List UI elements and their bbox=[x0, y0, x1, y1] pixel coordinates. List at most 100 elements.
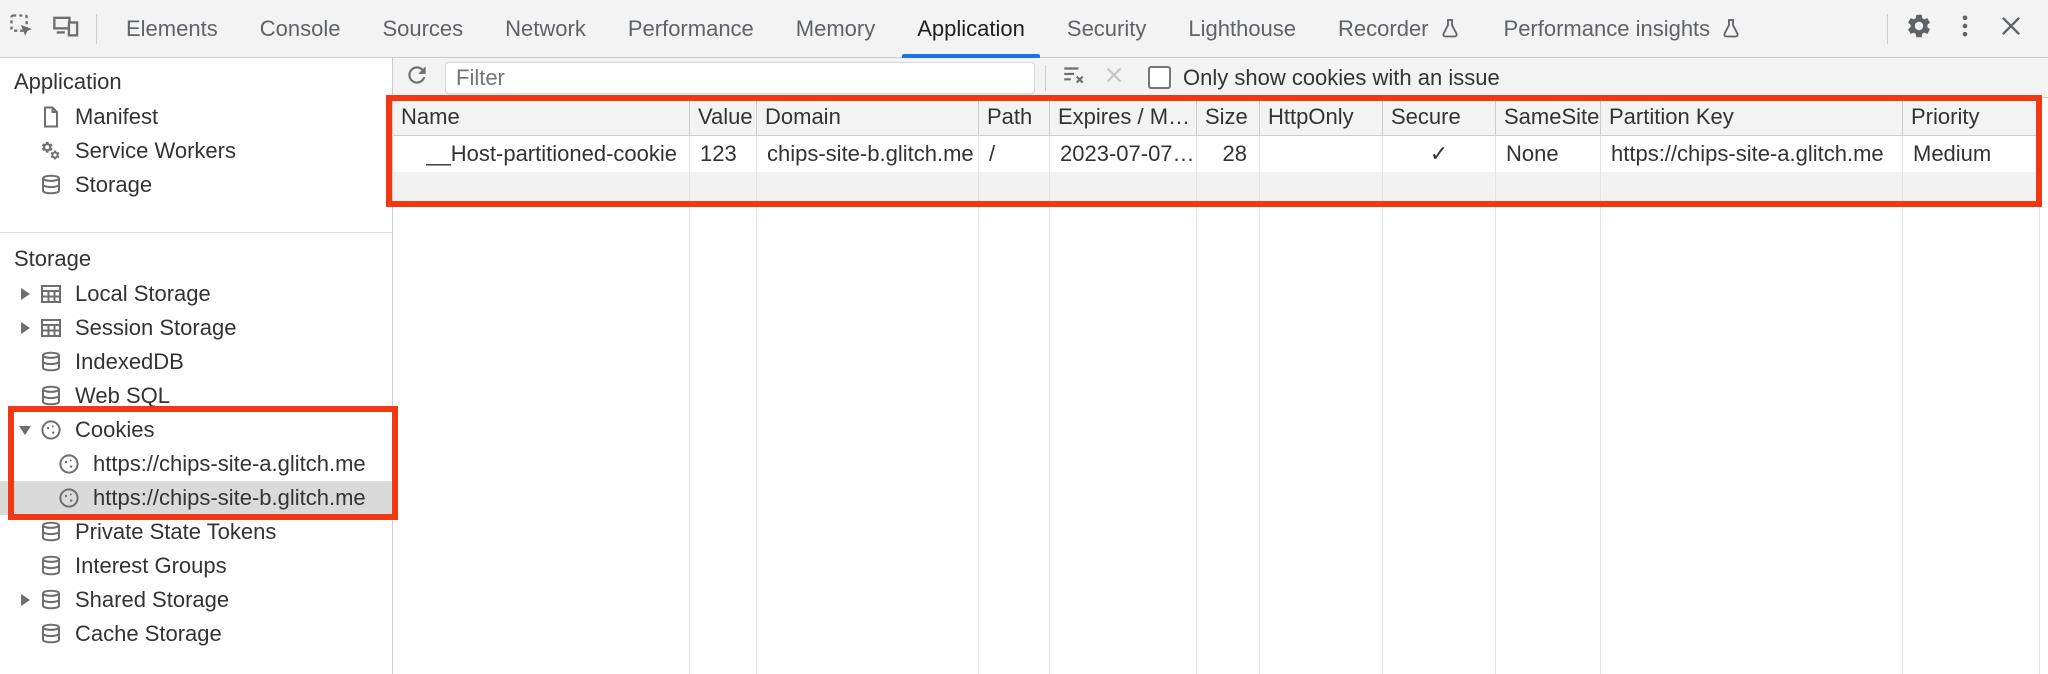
column-header-secure[interactable]: Secure bbox=[1383, 98, 1496, 136]
sidebar-item-label: https://chips-site-a.glitch.me bbox=[93, 451, 366, 476]
empty-filler-cell bbox=[979, 202, 1050, 674]
tab-performance-insights[interactable]: Performance insights bbox=[1483, 0, 1765, 58]
empty-stripe-row-cell bbox=[1383, 172, 1496, 202]
flask-icon bbox=[1719, 17, 1743, 41]
cookie-icon bbox=[38, 417, 64, 443]
sidebar-item-session-storage[interactable]: Session Storage bbox=[0, 311, 392, 345]
sidebar-item-https-chips-site-b-glitch-me[interactable]: https://chips-site-b.glitch.me bbox=[0, 481, 392, 515]
cookie-cell-domain[interactable]: chips-site-b.glitch.me bbox=[757, 136, 979, 172]
column-header-priority[interactable]: Priority bbox=[1903, 98, 2040, 136]
close-button[interactable] bbox=[1988, 7, 2034, 51]
more-menu-icon bbox=[1951, 12, 1979, 45]
column-header-value[interactable]: Value bbox=[690, 98, 757, 136]
empty-filler-cell bbox=[1050, 202, 1197, 674]
sidebar-item-local-storage[interactable]: Local Storage bbox=[0, 277, 392, 311]
sidebar-item-label: IndexedDB bbox=[75, 349, 184, 374]
cookie-cell-samesite[interactable]: None bbox=[1496, 136, 1601, 172]
database-icon bbox=[38, 553, 64, 579]
panel-tabs: Elements Console Sources Network Performance… bbox=[105, 0, 1764, 58]
clear-all-cookies-button[interactable] bbox=[1054, 60, 1094, 96]
database-icon bbox=[38, 383, 64, 409]
tab-memory[interactable]: Memory bbox=[775, 0, 896, 58]
column-header-samesite[interactable]: SameSite bbox=[1496, 98, 1601, 136]
tab-performance[interactable]: Performance bbox=[607, 0, 775, 58]
sidebar-item-label: Private State Tokens bbox=[75, 519, 277, 544]
tab-label: Network bbox=[505, 15, 586, 41]
chevron-right-icon[interactable] bbox=[12, 322, 38, 334]
tab-security[interactable]: Security bbox=[1046, 0, 1167, 58]
tab-sources[interactable]: Sources bbox=[361, 0, 484, 58]
empty-filler-cell bbox=[1903, 202, 2040, 674]
sidebar-section-title-application: Application bbox=[14, 69, 122, 94]
column-header-size[interactable]: Size bbox=[1197, 98, 1260, 136]
more-menu-button[interactable] bbox=[1942, 7, 1988, 51]
service-workers-icon bbox=[38, 138, 64, 164]
cookie-cell-secure[interactable]: ✓ bbox=[1383, 136, 1496, 172]
sidebar-item-indexeddb[interactable]: IndexedDB bbox=[0, 345, 392, 379]
sidebar-item-https-chips-site-a-glitch-me[interactable]: https://chips-site-a.glitch.me bbox=[0, 447, 392, 481]
tab-lighthouse[interactable]: Lighthouse bbox=[1167, 0, 1317, 58]
column-header-partition-key[interactable]: Partition Key bbox=[1601, 98, 1903, 136]
tab-elements[interactable]: Elements bbox=[105, 0, 239, 58]
cookie-cell-name[interactable]: __Host-partitioned-cookie bbox=[393, 136, 690, 172]
sidebar-item-label: Cookies bbox=[75, 417, 155, 442]
empty-filler-cell bbox=[1601, 202, 1903, 674]
database-icon bbox=[38, 519, 64, 545]
tab-console[interactable]: Console bbox=[239, 0, 362, 58]
tab-label: Performance insights bbox=[1503, 15, 1711, 41]
settings-gear-button[interactable] bbox=[1896, 7, 1942, 51]
toolbar-divider bbox=[1887, 13, 1888, 44]
column-header-path[interactable]: Path bbox=[979, 98, 1050, 136]
delete-selected-button[interactable] bbox=[1094, 60, 1134, 96]
cookie-cell-size[interactable]: 28 bbox=[1197, 136, 1260, 172]
column-header-expires-m[interactable]: Expires / M… bbox=[1050, 98, 1197, 136]
toolbar-divider bbox=[96, 13, 97, 44]
empty-stripe-row-cell bbox=[979, 172, 1050, 202]
cookie-cell-partition-key[interactable]: https://chips-site-a.glitch.me bbox=[1601, 136, 1903, 172]
sidebar-item-interest-groups[interactable]: Interest Groups bbox=[0, 549, 392, 583]
tab-label: Elements bbox=[126, 15, 218, 41]
only-show-issue-label: Only show cookies with an issue bbox=[1183, 64, 1500, 90]
sidebar-item-cookies[interactable]: Cookies bbox=[0, 413, 392, 447]
tab-label: Console bbox=[259, 15, 341, 41]
sidebar-item-cache-storage[interactable]: Cache Storage bbox=[0, 617, 392, 651]
tab-label: Lighthouse bbox=[1188, 15, 1297, 41]
column-header-name[interactable]: Name bbox=[393, 98, 690, 136]
sidebar-item-label: Session Storage bbox=[75, 315, 237, 340]
cookie-cell-value[interactable]: 123 bbox=[690, 136, 757, 172]
sidebar-item-manifest[interactable]: Manifest bbox=[0, 100, 392, 134]
device-toolbar-button[interactable] bbox=[44, 7, 88, 51]
cookie-icon bbox=[56, 485, 82, 511]
tab-network[interactable]: Network bbox=[484, 0, 607, 58]
cookie-cell-path[interactable]: / bbox=[979, 136, 1050, 172]
empty-stripe-row-cell bbox=[1050, 172, 1197, 202]
sidebar-item-web-sql[interactable]: Web SQL bbox=[0, 379, 392, 413]
refresh-button[interactable] bbox=[397, 60, 437, 96]
chevron-down-icon[interactable] bbox=[12, 425, 38, 435]
tab-label: Application bbox=[917, 15, 1025, 41]
only-show-issue-checkbox[interactable] bbox=[1148, 66, 1171, 89]
devtools-toolbar: Elements Console Sources Network Performance… bbox=[0, 0, 2048, 58]
device-toolbar-icon bbox=[52, 12, 80, 45]
empty-stripe-row-cell bbox=[1197, 172, 1260, 202]
sidebar-item-private-state-tokens[interactable]: Private State Tokens bbox=[0, 515, 392, 549]
sidebar-item-storage[interactable]: Storage bbox=[0, 168, 392, 202]
cookie-cell-expires-m[interactable]: 2023-07-07… bbox=[1050, 136, 1197, 172]
column-header-domain[interactable]: Domain bbox=[757, 98, 979, 136]
column-header-httponly[interactable]: HttpOnly bbox=[1260, 98, 1383, 136]
empty-stripe-row-cell bbox=[757, 172, 979, 202]
chevron-right-icon[interactable] bbox=[12, 288, 38, 300]
inspect-button[interactable] bbox=[0, 7, 44, 51]
cookie-cell-priority[interactable]: Medium bbox=[1903, 136, 2040, 172]
tab-recorder[interactable]: Recorder bbox=[1317, 0, 1482, 58]
tab-application[interactable]: Application bbox=[896, 0, 1046, 58]
filter-input[interactable] bbox=[445, 61, 1035, 94]
sidebar-item-label: Local Storage bbox=[75, 281, 211, 306]
cookie-icon bbox=[56, 451, 82, 477]
sidebar-item-shared-storage[interactable]: Shared Storage bbox=[0, 583, 392, 617]
chevron-right-icon[interactable] bbox=[12, 594, 38, 606]
cookie-cell-httponly[interactable] bbox=[1260, 136, 1383, 172]
empty-filler-cell bbox=[1197, 202, 1260, 674]
sidebar-item-service-workers[interactable]: Service Workers bbox=[0, 134, 392, 168]
inspect-icon bbox=[8, 12, 36, 45]
